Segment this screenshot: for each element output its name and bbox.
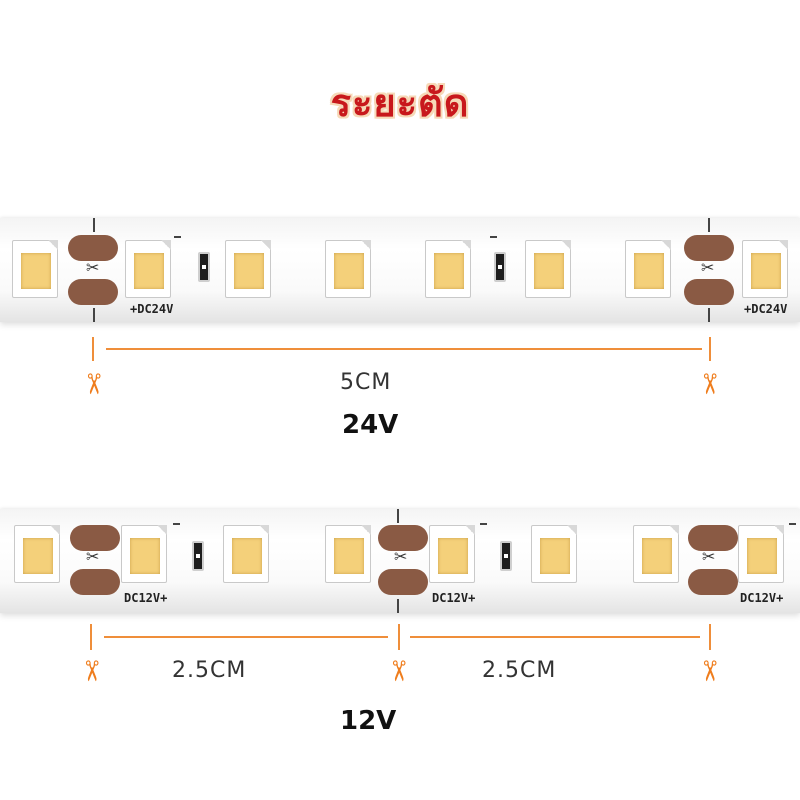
cut-mark-line (397, 509, 399, 523)
led-chip (223, 525, 269, 583)
led-strip-24v: ✂ +DC24V ✂ +DC24V (0, 218, 800, 322)
cut-mark-line (93, 308, 95, 322)
cut-mark-icon: ✂ (702, 547, 716, 566)
led-chip (531, 525, 577, 583)
minus-sign (789, 523, 796, 525)
voltage-marking: DC12V+ (740, 591, 784, 605)
cut-length-24v: 5CM (340, 370, 392, 395)
minus-sign (173, 523, 180, 525)
led-chip (225, 240, 271, 298)
led-chip (14, 525, 60, 583)
led-chip (625, 240, 671, 298)
led-chip (742, 240, 788, 298)
copper-pad (684, 235, 734, 261)
resistor (198, 252, 210, 282)
led-chip (525, 240, 571, 298)
voltage-marking: DC12V+ (432, 591, 476, 605)
measure-line-12v-left (104, 636, 388, 638)
resistor (500, 541, 512, 571)
measure-tick (709, 624, 711, 650)
voltage-marking: +DC24V (130, 302, 174, 316)
cut-length-12v-left: 2.5CM (172, 658, 247, 683)
copper-pad (378, 525, 428, 551)
measure-line-12v-right (410, 636, 700, 638)
cut-mark-icon: ✂ (86, 258, 100, 277)
led-chip (325, 240, 371, 298)
cut-mark-line (708, 218, 710, 232)
cut-length-12v-right: 2.5CM (482, 658, 557, 683)
copper-pad (68, 279, 118, 305)
page-title: ระยะตัด (330, 81, 470, 125)
scissors-icon: ✂ (693, 372, 726, 396)
measure-tick (90, 624, 92, 650)
copper-pad (70, 569, 120, 595)
copper-pad (378, 569, 428, 595)
voltage-12v: 12V (340, 706, 397, 736)
copper-pad (688, 525, 738, 551)
led-chip (125, 240, 171, 298)
scissors-icon: ✂ (75, 659, 108, 683)
copper-pad (688, 569, 738, 595)
led-chip (425, 240, 471, 298)
led-chip (12, 240, 58, 298)
led-strip-12v: ✂ DC12V+ ✂ DC12V+ ✂ DC12V+ (0, 509, 800, 613)
copper-pad (684, 279, 734, 305)
scissors-icon: ✂ (77, 372, 110, 396)
scissors-icon: ✂ (693, 659, 726, 683)
led-chip (633, 525, 679, 583)
minus-sign (480, 523, 487, 525)
measure-tick (709, 337, 711, 361)
cut-mark-line (708, 308, 710, 322)
cut-mark-icon: ✂ (701, 258, 715, 277)
resistor (192, 541, 204, 571)
minus-sign (174, 236, 181, 238)
measure-tick (398, 624, 400, 650)
cut-mark-line (397, 599, 399, 613)
scissors-icon: ✂ (382, 659, 415, 683)
resistor (494, 252, 506, 282)
led-chip (325, 525, 371, 583)
led-chip (429, 525, 475, 583)
cut-mark-line (93, 218, 95, 232)
cut-mark-icon: ✂ (86, 547, 100, 566)
voltage-marking: +DC24V (744, 302, 788, 316)
voltage-24v: 24V (342, 410, 399, 440)
led-chip (738, 525, 784, 583)
measure-tick (92, 337, 94, 361)
cut-mark-icon: ✂ (394, 547, 408, 566)
led-chip (121, 525, 167, 583)
measure-line-24v (106, 348, 702, 350)
copper-pad (70, 525, 120, 551)
copper-pad (68, 235, 118, 261)
voltage-marking: DC12V+ (124, 591, 168, 605)
minus-sign (490, 236, 497, 238)
